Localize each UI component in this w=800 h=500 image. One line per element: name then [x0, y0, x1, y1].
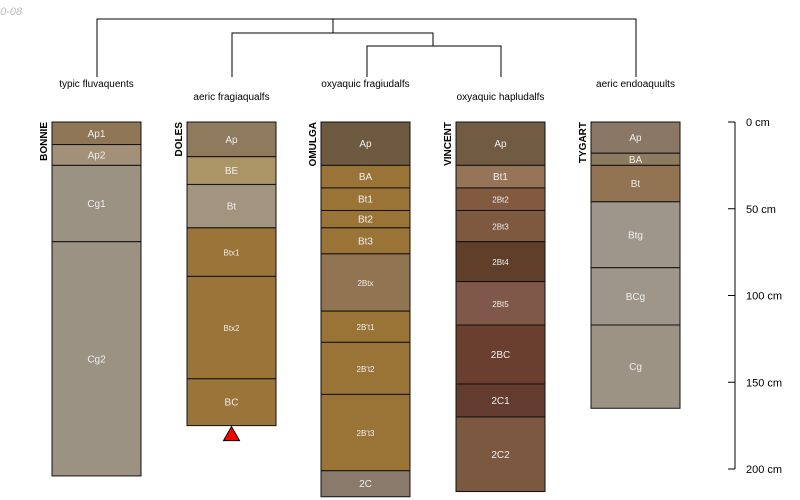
horizon	[455, 383, 546, 418]
horizon	[320, 310, 411, 343]
horizon-label: 2B't3	[357, 429, 376, 438]
horizon	[455, 121, 546, 166]
horizon-label: 2B't1	[357, 323, 376, 332]
horizon	[455, 416, 546, 493]
scale-tick-label: 0 cm	[746, 117, 770, 129]
truncation-marker-icon	[222, 425, 241, 442]
horizon	[51, 164, 142, 243]
horizon-label: Bt1	[493, 172, 508, 183]
horizon	[590, 324, 681, 409]
horizon-label: Ap	[359, 139, 372, 150]
horizon-label: BE	[225, 166, 239, 177]
horizon	[590, 164, 681, 203]
horizon-label: 2Bt2	[492, 196, 509, 205]
horizon	[320, 393, 411, 472]
horizon	[186, 183, 277, 229]
horizon-label: 2B't2	[357, 365, 376, 374]
horizon-label: Ap2	[88, 150, 106, 161]
horizon	[320, 121, 411, 166]
horizon-label: Bt	[631, 179, 641, 190]
horizon-label: 2Bt5	[492, 300, 509, 309]
horizon-label: BA	[629, 155, 643, 166]
horizon	[186, 378, 277, 427]
horizon-label: BC	[225, 398, 239, 409]
horizon	[320, 341, 411, 395]
horizon-label: Cg1	[87, 199, 106, 210]
depth-scale: 0 cm 50 cm 100 cm 150 cm 200 cm	[728, 117, 782, 476]
dendrogram	[96, 18, 637, 77]
horizon	[590, 121, 681, 154]
horizon	[455, 209, 546, 243]
taxon-label: aeric fragiaqualfs	[193, 92, 269, 103]
profile-name: TYGART	[578, 122, 589, 163]
horizon-label: Cg	[629, 362, 642, 373]
profile-name: VINCENT	[443, 122, 454, 166]
horizon-label: 2Bt4	[492, 258, 509, 267]
taxon-label: typic fluvaquents	[59, 79, 134, 90]
horizon-label: Ap	[629, 133, 642, 144]
horizon-label: Bt	[227, 202, 237, 213]
profile-name: DOLES	[174, 122, 185, 157]
corner-label: 10-08	[0, 6, 23, 18]
taxon-label: oxyaquic hapludalfs	[457, 92, 545, 103]
horizon-label: 2C	[359, 479, 372, 490]
horizon	[455, 281, 546, 326]
horizon	[320, 470, 411, 498]
horizon-label: 2Btx	[357, 279, 373, 288]
profile-name: BONNIE	[39, 122, 50, 161]
horizon-label: 2C2	[491, 450, 510, 461]
horizon	[590, 267, 681, 326]
taxon-label: aeric endoaquults	[596, 79, 675, 90]
horizon-label: Btg	[628, 230, 643, 241]
scale-tick-label: 50 cm	[746, 204, 776, 216]
horizon	[455, 324, 546, 385]
horizon-label: BA	[359, 172, 373, 183]
scale-tick-label: 200 cm	[746, 464, 782, 476]
horizon-label: Btx2	[223, 324, 240, 333]
horizon-label: Ap	[494, 139, 507, 150]
taxon-label: oxyaquic fragiudalfs	[321, 79, 409, 90]
horizon-label: 2Bt3	[492, 223, 509, 232]
horizon	[51, 241, 142, 477]
profile-name: OMULGA	[308, 122, 319, 166]
horizon-label: Cg2	[87, 354, 106, 365]
horizon-label: Btx1	[223, 249, 240, 258]
horizon-label: Bt3	[358, 236, 373, 247]
horizon-label: Ap	[225, 135, 238, 146]
horizon-label: BCg	[626, 292, 645, 303]
horizon-label: 2C1	[491, 396, 510, 407]
scale-tick-label: 100 cm	[746, 291, 782, 303]
horizon-label: Ap1	[88, 129, 106, 140]
horizon	[186, 121, 277, 158]
horizon-label: Bt1	[358, 195, 373, 206]
scale-tick-label: 150 cm	[746, 377, 782, 389]
horizon-label: 2BC	[491, 350, 510, 361]
horizon-label: Bt2	[358, 215, 373, 226]
